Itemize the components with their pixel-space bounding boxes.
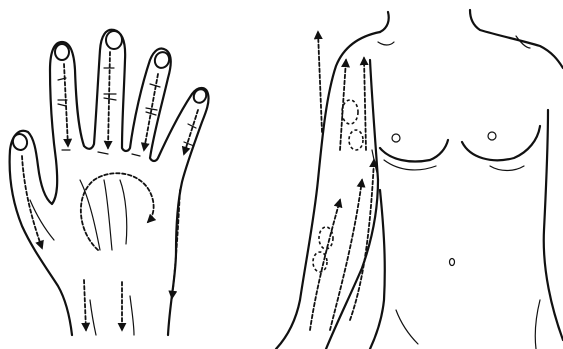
clavicle-left <box>378 42 394 45</box>
inner-upper-arm-arrow <box>364 58 366 150</box>
outer-arm <box>276 32 380 349</box>
wrist-line-2 <box>130 296 134 335</box>
torso-arm-illustration <box>276 10 563 349</box>
inner-arm <box>326 60 378 349</box>
wrist-stroke-arrow-left <box>84 280 86 330</box>
navel <box>450 259 455 266</box>
pinky-nail <box>55 44 69 60</box>
right-breast-fold <box>490 166 524 171</box>
left-nipple <box>392 134 400 142</box>
ring-stroke-arrow <box>108 52 110 148</box>
right-nipple <box>488 132 496 140</box>
mid-upper-arm-arrow <box>340 60 346 150</box>
right-breast <box>462 126 540 160</box>
left-breast <box>380 140 448 162</box>
ring-nail <box>106 31 122 49</box>
hip-contour <box>535 300 540 349</box>
belly-contour <box>396 310 418 344</box>
left-torso-side <box>370 190 385 349</box>
right-torso-side <box>544 110 563 340</box>
forearm-circle-2 <box>313 252 327 272</box>
edge-stroke-arrow <box>172 190 180 298</box>
thumb-line <box>30 200 54 240</box>
upper-arm-circle-1 <box>342 100 358 124</box>
palm-line-3 <box>120 180 127 244</box>
hand-illustration <box>10 30 209 335</box>
outer-upper-arm-arrow <box>318 32 322 132</box>
pinky-stroke-arrow <box>64 64 68 146</box>
wrist-line-1 <box>90 300 96 335</box>
index-stroke-arrow <box>184 110 198 154</box>
upper-arm-circle-2 <box>349 130 363 150</box>
right-shoulder <box>470 10 563 68</box>
neck-left <box>380 12 389 32</box>
palm-line-2 <box>104 180 112 250</box>
mid-forearm-arrow <box>330 180 362 330</box>
